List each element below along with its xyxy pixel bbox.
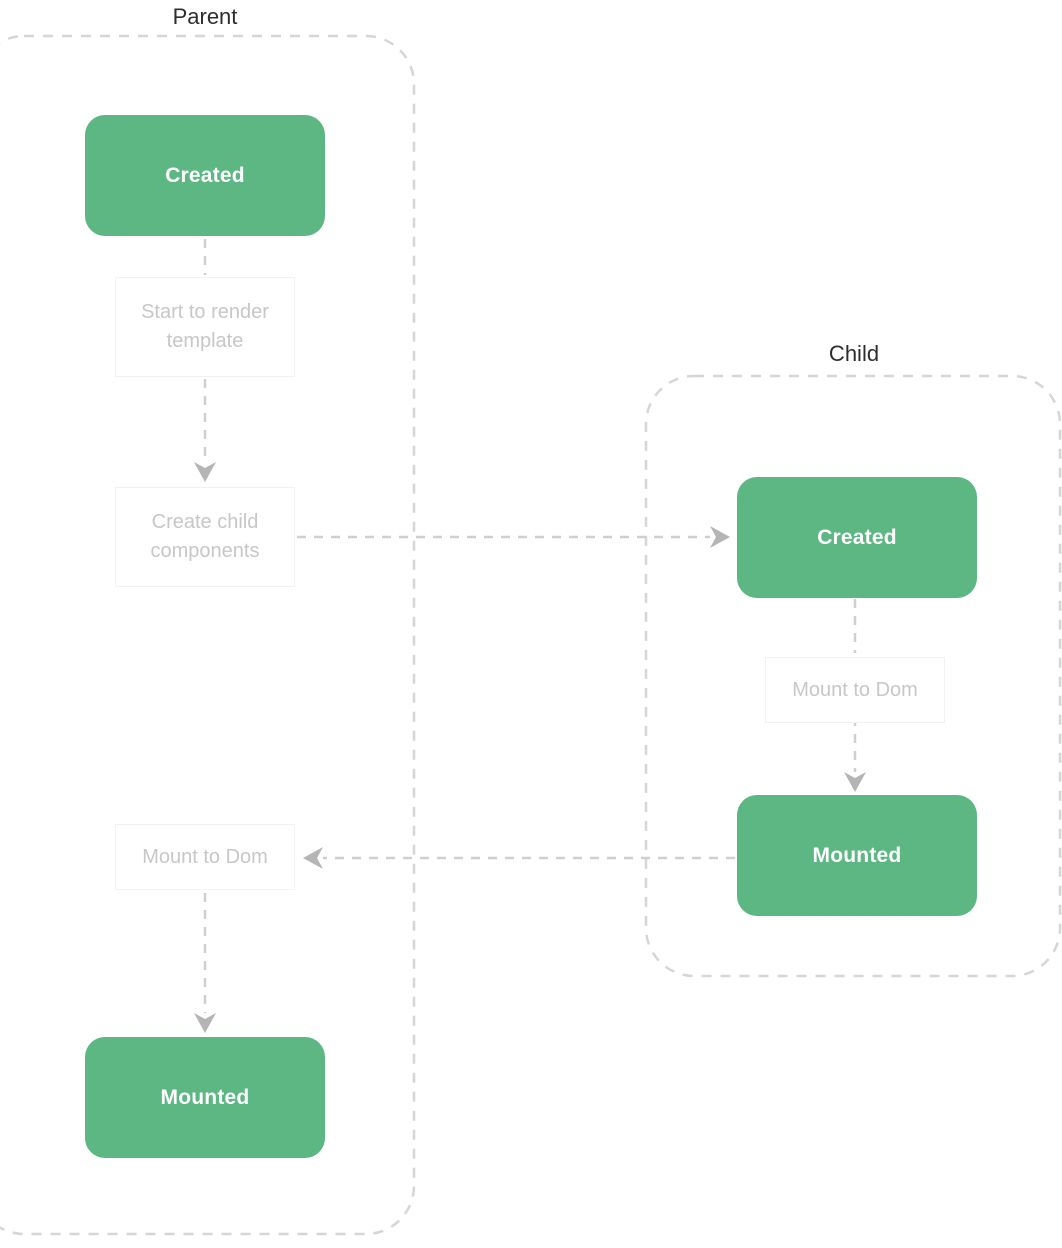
- edge-label-create-child-components: Create child components: [115, 487, 295, 587]
- arrow-right-head-child-created: [710, 526, 730, 548]
- child-created-node: Created: [737, 477, 977, 598]
- child-mounted-node: Mounted: [737, 795, 977, 916]
- parent-created-node: Created: [85, 115, 325, 236]
- edge-label-child-mount-to-dom: Mount to Dom: [765, 657, 945, 723]
- edge-label-start-to-render-template: Start to render template: [115, 277, 295, 377]
- edge-label-parent-mount-to-dom: Mount to Dom: [115, 824, 295, 890]
- parent-mounted-node: Mounted: [85, 1037, 325, 1158]
- arrow-down-head-child-mounted: [844, 772, 866, 792]
- arrow-down-head-parent-mounted: [194, 1013, 216, 1033]
- arrow-down-head-create-label: [194, 462, 216, 482]
- arrow-left-head-parent-mount-label: [303, 847, 323, 869]
- child-group-title: Child: [828, 341, 880, 366]
- parent-group-title: Parent: [172, 4, 238, 29]
